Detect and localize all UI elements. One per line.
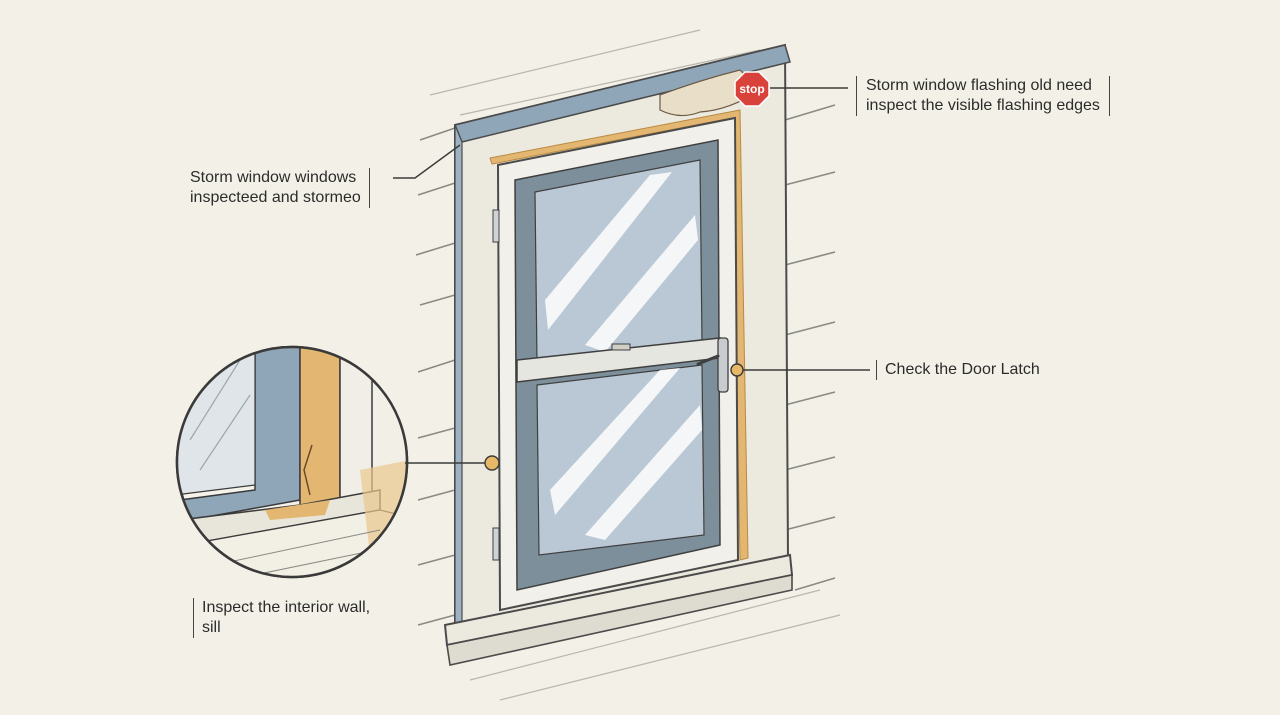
stop-badge-label: stop xyxy=(739,82,764,96)
callout-door-latch: Check the Door Latch xyxy=(876,360,1040,380)
callout-flashing-line1: Storm window flashing old need xyxy=(866,77,1092,94)
marker-dots xyxy=(484,363,744,471)
upper-glass-reflections xyxy=(545,172,698,352)
stop-badge: stop xyxy=(734,71,770,107)
sash-lock xyxy=(611,343,631,351)
detail-magnifier xyxy=(175,345,409,579)
callout-interior-wall: Inspect the interior wall, sill xyxy=(193,598,370,638)
lower-glass-reflections xyxy=(550,368,702,540)
door-latch xyxy=(696,337,729,393)
callout-flashing-line2: inspect the visible flashing edges xyxy=(866,97,1100,114)
caulk-line xyxy=(489,109,749,561)
marker-latch xyxy=(730,363,744,377)
sill-front xyxy=(446,574,793,666)
callout-storm-windows: Storm window windows inspecteed and stor… xyxy=(190,168,370,208)
callout-flashing: Storm window flashing old need inspect t… xyxy=(856,76,1110,116)
marker-detail xyxy=(484,455,500,471)
lower-glass xyxy=(536,364,705,556)
callout-interior-wall-line1: Inspect the interior wall, xyxy=(202,599,371,616)
callout-storm-windows-line1: Storm window windows xyxy=(190,169,357,186)
leader-lines xyxy=(393,87,870,464)
callout-interior-wall-line2: sill xyxy=(202,619,221,636)
callout-door-latch-label: Check the Door Latch xyxy=(885,361,1040,378)
left-trim-edge xyxy=(454,124,463,642)
leader-top-left xyxy=(393,144,461,179)
siding-right xyxy=(784,104,836,591)
siding-left xyxy=(415,127,456,626)
sketch-strokes xyxy=(429,29,841,701)
callout-storm-windows-line2: inspecteed and stormeo xyxy=(190,189,361,206)
hinges xyxy=(492,209,500,561)
